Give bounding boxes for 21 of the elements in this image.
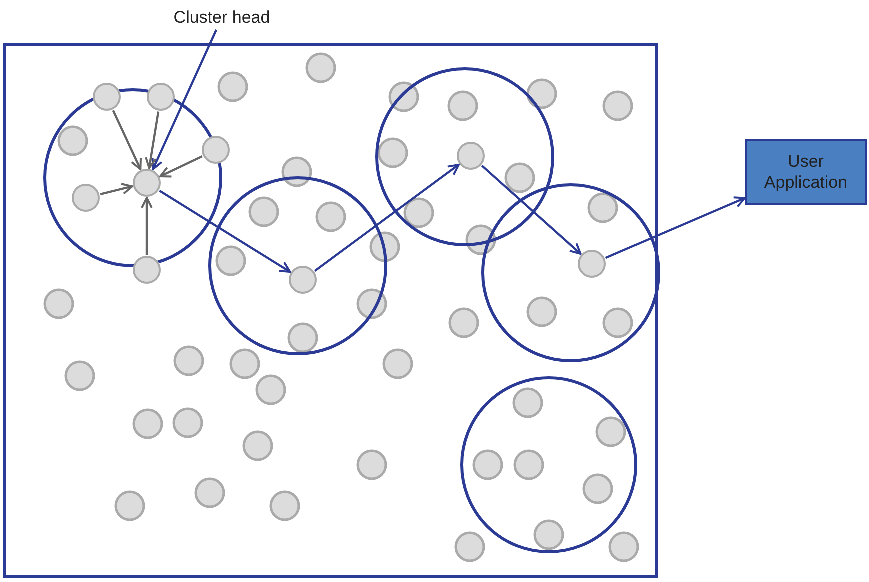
arrow: [100, 183, 134, 196]
sensor-node: [72, 184, 100, 212]
sensor-node: [93, 83, 121, 111]
arrow: [112, 110, 142, 170]
sensor-node: [202, 136, 230, 164]
sensor-node: [147, 83, 175, 111]
sensor-node: [289, 266, 317, 294]
arrow: [152, 30, 218, 170]
arrow: [141, 197, 153, 255]
arrow: [145, 112, 160, 170]
arrow: [481, 165, 582, 255]
arrow: [605, 196, 746, 260]
sensor-node: [133, 256, 161, 284]
arrow: [160, 155, 203, 178]
sensor-node: [578, 250, 606, 278]
sensor-node: [133, 169, 161, 197]
application-box: User Application: [745, 139, 867, 205]
arrow: [314, 164, 460, 272]
sensor-node: [457, 142, 485, 170]
callout-label: Cluster head: [157, 6, 287, 30]
arrow: [159, 190, 292, 274]
